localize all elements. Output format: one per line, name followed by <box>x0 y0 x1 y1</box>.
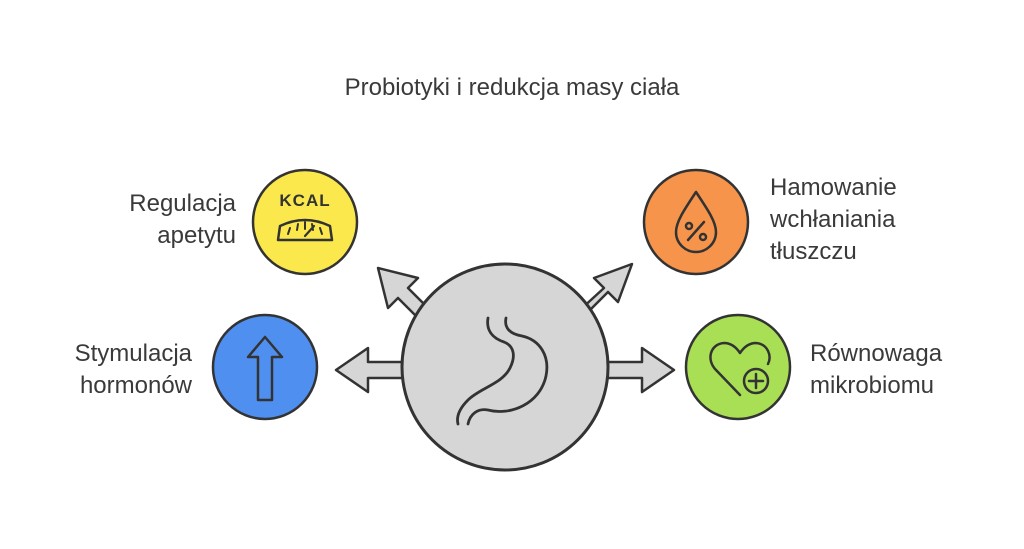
label-hormones: Stymulacja hormonów <box>75 338 192 402</box>
label-microbiome: Równowaga mikrobiomu <box>810 338 942 402</box>
label-fat: Hamowanie wchłaniania tłuszczu <box>770 172 897 268</box>
center-circle <box>400 262 610 472</box>
percent-drop-icon <box>674 190 718 254</box>
label-appetite-line-2: apetytu <box>157 222 236 249</box>
arrow-up-icon <box>246 335 284 402</box>
label-appetite-line-1: Regulacja <box>129 190 236 217</box>
heart-plus-icon <box>709 341 771 397</box>
label-hormones-line-2: hormonów <box>79 372 192 399</box>
label-fat-line-2: wchłaniania <box>770 206 896 233</box>
stomach-icon <box>456 316 549 426</box>
label-fat-line-1: Hamowanie <box>770 174 897 201</box>
fat-circle <box>642 168 750 276</box>
label-appetite: Regulacja apetytu <box>129 188 236 252</box>
hormones-circle <box>211 313 319 421</box>
label-microbiome-line-1: Równowaga <box>810 340 943 367</box>
microbiome-circle <box>684 313 792 421</box>
label-microbiome-line-2: mikrobiomu <box>810 372 935 399</box>
kcal-text: KCAL <box>279 191 330 210</box>
label-hormones-line-1: Stymulacja <box>74 340 192 367</box>
kcal-scale-icon: KCAL <box>276 191 334 242</box>
label-fat-line-3: tłuszczu <box>770 238 857 265</box>
page-title: Probiotyki i redukcja masy ciała <box>344 74 680 101</box>
